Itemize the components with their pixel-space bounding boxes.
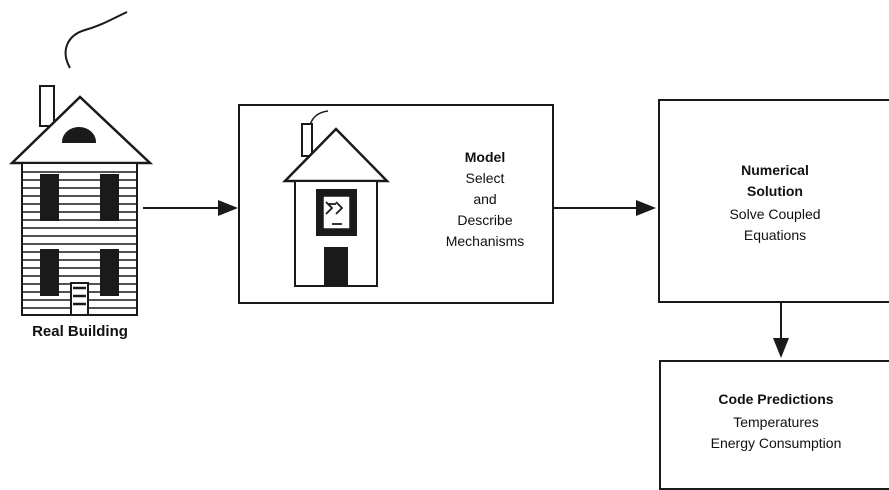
- predictions-line-2: Energy Consumption: [661, 434, 889, 453]
- numerical-title-line-1: Numerical: [660, 161, 889, 180]
- model-title: Model: [425, 148, 545, 167]
- model-line-1: Select: [425, 169, 545, 188]
- numerical-line-1: Solve Coupled: [660, 205, 889, 224]
- real-building-label: Real Building: [10, 322, 150, 341]
- code-predictions-box: Code Predictions Temperatures Energy Con…: [659, 360, 889, 490]
- real-building-icon: [12, 12, 150, 315]
- predictions-title: Code Predictions: [661, 390, 889, 409]
- numerical-solution-box: Numerical Solution Solve Coupled Equatio…: [658, 99, 889, 303]
- model-box: Model Select and Describe Mechanisms: [238, 104, 554, 304]
- model-line-3: Describe: [425, 211, 545, 230]
- model-line-2: and: [425, 190, 545, 209]
- numerical-title-line-2: Solution: [660, 182, 889, 201]
- model-house-icon: [270, 106, 410, 306]
- numerical-line-2: Equations: [660, 226, 889, 245]
- model-line-4: Mechanisms: [425, 232, 545, 251]
- predictions-line-1: Temperatures: [661, 413, 889, 432]
